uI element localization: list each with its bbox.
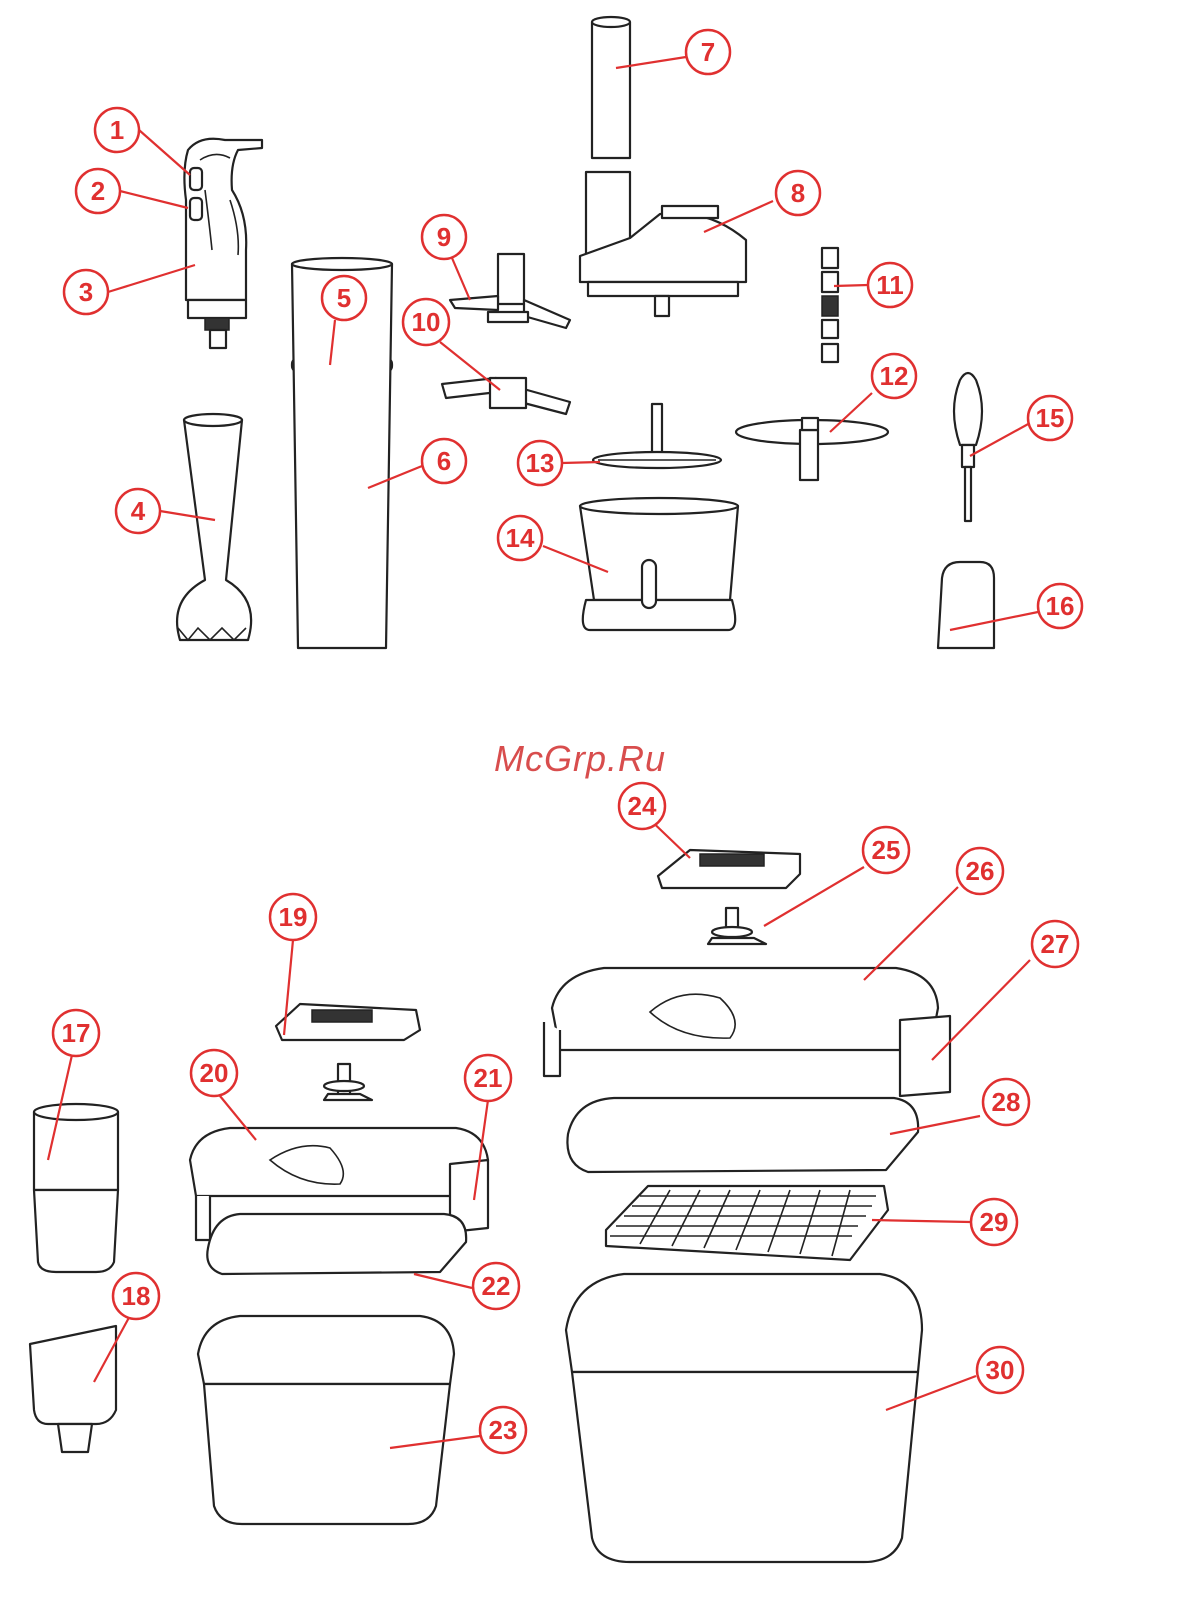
svg-text:16: 16	[1046, 591, 1075, 621]
callout-10: 10	[403, 299, 449, 345]
svg-text:10: 10	[412, 307, 441, 337]
callout-26: 26	[957, 848, 1003, 894]
callout-25: 25	[863, 827, 909, 873]
svg-text:4: 4	[131, 496, 146, 526]
callout-6: 6	[422, 439, 466, 483]
leader-13	[562, 462, 600, 463]
svg-text:8: 8	[791, 178, 805, 208]
svg-text:22: 22	[482, 1271, 511, 1301]
callout-22: 22	[473, 1263, 519, 1309]
small-vacuum-container	[198, 1316, 454, 1524]
chopper-lid	[580, 172, 746, 316]
svg-text:13: 13	[526, 448, 555, 478]
svg-text:24: 24	[628, 791, 657, 821]
callout-13: 13	[518, 441, 562, 485]
callout-4: 4	[116, 489, 160, 533]
blender-shaft	[177, 414, 251, 640]
svg-text:20: 20	[200, 1058, 229, 1088]
callout-18: 18	[113, 1273, 159, 1319]
svg-text:5: 5	[337, 283, 351, 313]
svg-text:11: 11	[876, 270, 904, 300]
svg-text:17: 17	[62, 1018, 91, 1048]
disc-holder	[736, 418, 888, 480]
leader-3	[108, 265, 195, 292]
callout-11: 11	[868, 263, 912, 307]
large-valve-assembly	[708, 908, 766, 944]
callout-16: 16	[1038, 584, 1082, 628]
callout-24: 24	[619, 783, 665, 829]
ice-crusher-blade	[442, 378, 570, 414]
motor-unit	[184, 139, 262, 348]
callout-30: 30	[977, 1347, 1023, 1393]
chopper-bowl	[580, 498, 738, 630]
svg-text:9: 9	[437, 222, 451, 252]
large-vacuum-container	[566, 1274, 922, 1562]
callout-5: 5	[322, 276, 366, 320]
callout-23: 23	[480, 1407, 526, 1453]
watermark-text: McGrp.Ru	[420, 738, 740, 780]
svg-text:1: 1	[110, 115, 124, 145]
svg-text:30: 30	[986, 1355, 1015, 1385]
callout-14: 14	[498, 516, 542, 560]
svg-text:25: 25	[872, 835, 901, 865]
svg-text:29: 29	[980, 1207, 1009, 1237]
leader-9	[452, 258, 470, 300]
callout-28: 28	[983, 1079, 1029, 1125]
leader-27	[932, 960, 1030, 1060]
leader-11	[834, 285, 868, 286]
grinder-attachment	[30, 1326, 116, 1452]
svg-text:7: 7	[701, 37, 715, 67]
svg-text:14: 14	[506, 523, 535, 553]
small-lid-seal	[207, 1214, 466, 1274]
svg-text:6: 6	[437, 446, 451, 476]
callout-29: 29	[971, 1199, 1017, 1245]
food-pusher	[592, 17, 630, 158]
callout-27: 27	[1032, 921, 1078, 967]
leader-1	[139, 130, 190, 175]
svg-text:21: 21	[474, 1063, 503, 1093]
svg-text:19: 19	[279, 902, 308, 932]
svg-text:3: 3	[79, 277, 93, 307]
large-container-lid	[544, 968, 950, 1096]
svg-text:27: 27	[1041, 929, 1070, 959]
callout-19: 19	[270, 894, 316, 940]
leader-2	[120, 191, 188, 208]
whisk-coupler	[938, 562, 994, 648]
small-vacuum-control	[276, 1004, 420, 1040]
svg-text:26: 26	[966, 856, 995, 886]
callout-1: 1	[95, 108, 139, 152]
svg-text:28: 28	[992, 1087, 1021, 1117]
callout-17: 17	[53, 1010, 99, 1056]
leader-26	[864, 887, 958, 980]
svg-text:15: 15	[1036, 403, 1065, 433]
callout-9: 9	[422, 215, 466, 259]
leader-29	[872, 1220, 970, 1222]
drip-grid	[606, 1186, 888, 1260]
callout-8: 8	[776, 171, 820, 215]
callout-3: 3	[64, 270, 108, 314]
svg-text:23: 23	[489, 1415, 518, 1445]
callout-12: 12	[872, 354, 916, 398]
callout-20: 20	[191, 1050, 237, 1096]
large-vacuum-control	[658, 850, 800, 888]
svg-text:18: 18	[122, 1281, 151, 1311]
callout-2: 2	[76, 169, 120, 213]
slicing-inserts	[822, 248, 838, 362]
callout-21: 21	[465, 1055, 511, 1101]
large-lid-seal	[567, 1098, 918, 1172]
callout-7: 7	[686, 30, 730, 74]
svg-text:12: 12	[880, 361, 909, 391]
emulsifying-disc	[593, 404, 721, 468]
leader-22	[414, 1274, 472, 1288]
small-valve-assembly	[324, 1064, 372, 1100]
callout-15: 15	[1028, 396, 1072, 440]
grinder-container	[34, 1104, 118, 1272]
chopper-blade	[450, 254, 570, 328]
svg-text:2: 2	[91, 176, 105, 206]
whisk	[954, 373, 982, 521]
